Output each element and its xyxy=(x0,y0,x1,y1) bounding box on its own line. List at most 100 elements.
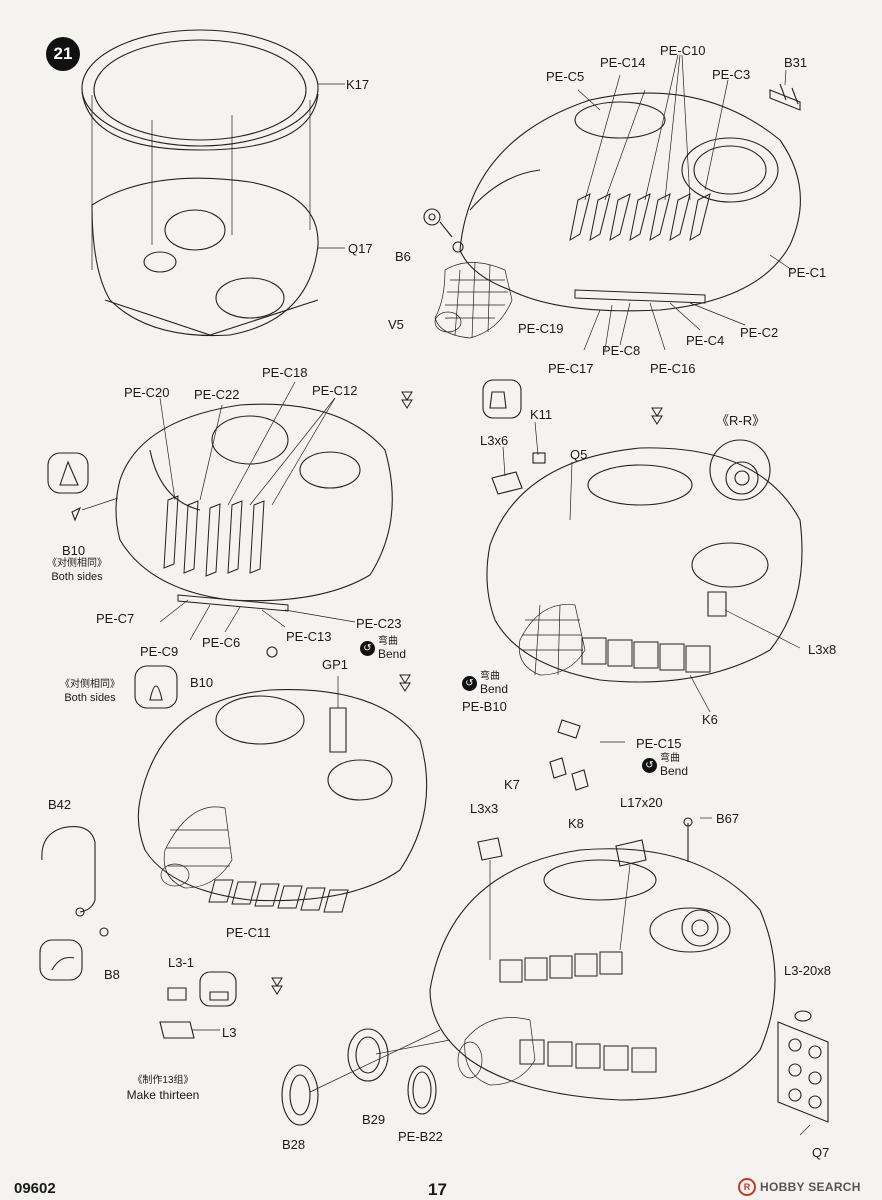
label-k11: K11 xyxy=(530,407,553,422)
label-v5: V5 xyxy=(388,317,404,332)
label-pe-c15: PE-C15 xyxy=(636,736,682,751)
b29-ring xyxy=(347,1028,389,1082)
b8-detail xyxy=(39,927,109,981)
mesh-mid-right xyxy=(518,604,586,676)
l17-block xyxy=(615,839,647,867)
label-l3: L3 xyxy=(222,1025,237,1040)
armor-blocks-bottom xyxy=(499,951,657,1073)
bottom-right-guides xyxy=(309,817,811,1136)
label-k7: K7 xyxy=(504,777,520,792)
part-q17-bowl xyxy=(91,177,319,337)
label-pe-c6: PE-C6 xyxy=(202,635,241,650)
label-pe-c18: PE-C18 xyxy=(262,365,308,380)
mesh-bottom-left xyxy=(160,806,233,889)
label-pe-c16: PE-C16 xyxy=(650,361,696,376)
bend-en: Bend xyxy=(660,763,689,778)
pe-c-fins-top xyxy=(569,193,711,304)
turret-bottom-left xyxy=(137,689,428,902)
label-pe-c7: PE-C7 xyxy=(96,611,135,626)
label-q17: Q17 xyxy=(348,241,373,256)
label-rr: 《R-R》 xyxy=(716,413,766,428)
label-pe-c13: PE-C13 xyxy=(286,629,332,644)
label-pe-c3: PE-C3 xyxy=(712,67,751,82)
k11-detail xyxy=(482,379,546,464)
product-code: 09602 xyxy=(14,1180,56,1197)
l3-detail-bottom xyxy=(159,971,237,1039)
label-pe-c9: PE-C9 xyxy=(140,644,179,659)
label-b28: B28 xyxy=(282,1137,306,1152)
top-right-guides xyxy=(577,54,793,351)
flow-arrows xyxy=(271,391,663,995)
label-b31: B31 xyxy=(784,55,808,70)
label-l3x6: L3x6 xyxy=(480,433,509,448)
watermark: R HOBBY SEARCH xyxy=(738,1178,861,1196)
turret-bottom-right xyxy=(429,848,776,1101)
b31-part xyxy=(769,83,801,111)
label-b42: B42 xyxy=(48,797,72,812)
label-b29: B29 xyxy=(362,1112,386,1127)
label-k17: K17 xyxy=(346,77,370,92)
label-b10-mid: B10 xyxy=(190,675,214,690)
turret-mid-right xyxy=(486,447,803,683)
label-pe-b10: PE-B10 xyxy=(462,699,507,714)
label-b8: B8 xyxy=(104,967,120,982)
label-pe-c1: PE-C1 xyxy=(788,265,827,280)
bend-cn: 弯曲 xyxy=(660,753,680,764)
label-l3x8: L3x8 xyxy=(808,642,837,657)
label-pe-c8: PE-C8 xyxy=(602,343,641,358)
label-pe-c23: PE-C23 xyxy=(356,616,402,631)
b10-detail-top xyxy=(47,452,119,522)
note-make13-cn: 《制作13组》 xyxy=(132,1075,194,1086)
pe-c11-row xyxy=(208,879,349,913)
k17-guide-lines xyxy=(91,83,345,270)
rr-detail xyxy=(709,439,771,501)
label-pe-b22: PE-B22 xyxy=(398,1129,443,1144)
label-q5: Q5 xyxy=(570,447,588,462)
note-both-sides-en: Both sides xyxy=(51,571,103,583)
label-pe-c19: PE-C19 xyxy=(518,321,564,336)
b42-handle xyxy=(41,826,96,917)
label-b6: B6 xyxy=(395,249,411,264)
bend-en: Bend xyxy=(378,646,407,661)
bend-icon: ↺ xyxy=(462,676,477,692)
mesh-bottom-right xyxy=(457,1017,536,1086)
gp1-part xyxy=(329,676,347,753)
mid-right-guides xyxy=(502,421,801,743)
b67-pin xyxy=(683,817,693,862)
label-pe-c11: PE-C11 xyxy=(226,925,271,940)
bend-en: Bend xyxy=(480,681,509,696)
label-q7: Q7 xyxy=(812,1145,830,1160)
part-k17-lid xyxy=(81,29,319,151)
watermark-text: HOBBY SEARCH xyxy=(760,1180,861,1194)
b10-detail-mid xyxy=(134,646,278,709)
label-l3-1: L3-1 xyxy=(168,955,195,970)
l3-blocks-mid xyxy=(491,471,727,791)
pe-b22-ring xyxy=(407,1065,437,1115)
label-k6: K6 xyxy=(702,712,718,727)
label-pe-c17: PE-C17 xyxy=(548,361,594,376)
bend-icon: ↺ xyxy=(642,758,657,774)
l3-20x8-rack xyxy=(777,1010,829,1123)
page-number: 17 xyxy=(428,1180,447,1199)
k6-armor-row xyxy=(581,637,711,673)
label-pe-c2: PE-C2 xyxy=(740,325,779,340)
l3x3-block xyxy=(477,837,503,861)
label-b10-top: B10 xyxy=(62,543,86,558)
pe-c-fins-mid xyxy=(163,495,289,612)
label-pe-c22: PE-C22 xyxy=(194,387,240,402)
label-pe-c4: PE-C4 xyxy=(686,333,725,348)
bend-cn: 弯曲 xyxy=(378,636,398,647)
label-l3x3: L3x3 xyxy=(470,801,499,816)
label-pe-c5: PE-C5 xyxy=(546,69,585,84)
label-l3-20x8: L3-20x8 xyxy=(784,963,831,978)
label-pe-c14: PE-C14 xyxy=(600,55,646,70)
v5-mesh xyxy=(434,261,513,339)
note-make13-en: Make thirteen xyxy=(126,1088,200,1102)
label-pe-c20: PE-C20 xyxy=(124,385,170,400)
turret-top-right xyxy=(459,92,801,312)
label-k8: K8 xyxy=(568,816,584,831)
mid-left-guides xyxy=(159,381,356,641)
